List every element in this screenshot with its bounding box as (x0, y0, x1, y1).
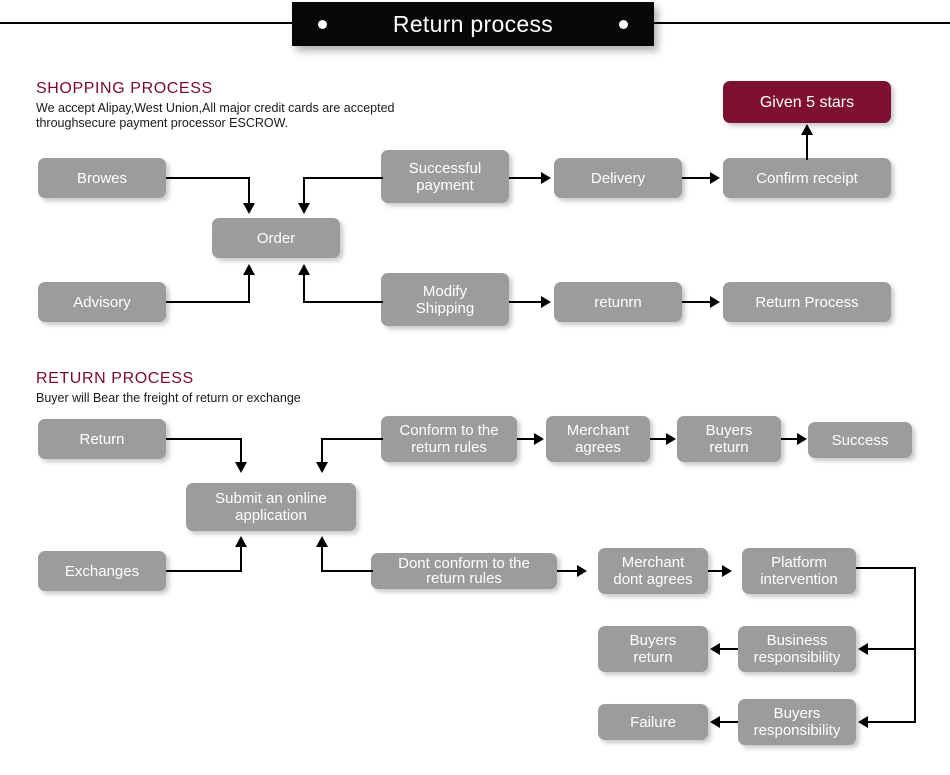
node-return[interactable]: Return (38, 419, 166, 459)
conn-buyersreturn-success (781, 438, 799, 440)
conn-dontconform-up (321, 545, 323, 572)
conn-bus-buyersresp-arrowhead (858, 716, 868, 728)
banner-dot-right-icon (619, 20, 628, 29)
conn-advisory-arrowhead (243, 264, 255, 275)
node-conform-rules[interactable]: Conform to the return rules (381, 416, 517, 462)
header-banner: Return process (292, 2, 654, 46)
conn-exchanges-up (240, 545, 242, 572)
conn-buyersreturn-success-arrowhead (797, 433, 807, 445)
conn-confirm-up-arrowhead (801, 124, 813, 135)
node-successful-payment[interactable]: Successful payment (381, 150, 509, 203)
conn-buyersresp-failure (720, 721, 738, 723)
conn-merchantdont-platform-arrowhead (722, 565, 732, 577)
conn-dontconform-merchantdont-arrowhead (577, 565, 587, 577)
node-delivery[interactable]: Delivery (554, 158, 682, 198)
conn-payment-delivery-arrowhead (541, 172, 551, 184)
conn-merchant-buyersreturn (650, 438, 668, 440)
conn-buyersresp-failure-arrowhead (710, 716, 720, 728)
conn-merchantdont-platform (708, 570, 724, 572)
conn-conform-arrowhead (316, 462, 328, 473)
node-browes[interactable]: Browes (38, 158, 166, 198)
conn-dontconform-arrowhead (316, 536, 328, 547)
conn-retunrn-returnprocess (682, 301, 712, 303)
conn-business-buyersreturn-arrowhead (710, 643, 720, 655)
conn-conform-merchant-arrowhead (534, 433, 544, 445)
conn-modify-up (303, 273, 305, 303)
banner-dot-left-icon (318, 20, 327, 29)
conn-browes-arrowhead (243, 203, 255, 214)
conn-dontconform-merchantdont (557, 570, 579, 572)
conn-retunrn-returnprocess-arrowhead (710, 296, 720, 308)
conn-payment-arrowhead (298, 203, 310, 214)
conn-return-right (166, 438, 242, 440)
node-confirm-receipt[interactable]: Confirm receipt (723, 158, 891, 198)
conn-return-down (240, 438, 242, 464)
return-process-heading: RETURN PROCESS (36, 370, 194, 387)
node-modify-shipping[interactable]: Modify Shipping (381, 273, 509, 326)
conn-modify-retunrn (509, 301, 543, 303)
node-buyers-return-top[interactable]: Buyers return (677, 416, 781, 462)
node-order[interactable]: Order (212, 218, 340, 258)
conn-modify-retunrn-arrowhead (541, 296, 551, 308)
conn-conform-merchant (517, 438, 536, 440)
node-retunrn[interactable]: retunrn (554, 282, 682, 322)
conn-advisory-right (166, 301, 250, 303)
conn-platform-vertical-bus (914, 567, 916, 722)
conn-browes-right (166, 177, 250, 179)
conn-merchant-buyersreturn-arrowhead (666, 433, 676, 445)
shopping-process-heading: SHOPPING PROCESS (36, 80, 213, 97)
conn-conform-down (321, 438, 323, 464)
node-business-responsibility[interactable]: Business responsibility (738, 626, 856, 672)
node-buyers-responsibility[interactable]: Buyers responsibility (738, 699, 856, 745)
conn-bus-buyersresp (868, 721, 916, 723)
node-platform-intervention[interactable]: Platform intervention (742, 548, 856, 594)
conn-advisory-up (248, 273, 250, 303)
node-given-5-stars[interactable]: Given 5 stars (723, 81, 891, 123)
node-merchant-dont-agrees[interactable]: Merchant dont agrees (598, 548, 708, 594)
node-submit-online-application[interactable]: Submit an online application (186, 483, 356, 531)
conn-delivery-confirm-arrowhead (710, 172, 720, 184)
conn-payment-left (303, 177, 383, 179)
node-return-process[interactable]: Return Process (723, 282, 891, 322)
conn-business-buyersreturn (720, 648, 738, 650)
conn-payment-delivery (509, 177, 543, 179)
shopping-process-subtext: We accept Alipay,West Union,All major cr… (36, 101, 395, 130)
conn-dontconform-left (321, 570, 373, 572)
header-rule-right (654, 22, 950, 24)
conn-modify-arrowhead (298, 264, 310, 275)
conn-platform-right (856, 567, 916, 569)
node-failure[interactable]: Failure (598, 704, 708, 740)
node-dont-conform-rules[interactable]: Dont conform to the return rules (371, 553, 557, 589)
conn-modify-left (303, 301, 383, 303)
conn-return-arrowhead (235, 462, 247, 473)
conn-payment-down (303, 177, 305, 205)
node-success[interactable]: Success (808, 422, 912, 458)
node-advisory[interactable]: Advisory (38, 282, 166, 322)
conn-delivery-confirm (682, 177, 712, 179)
conn-bus-business-arrowhead (858, 643, 868, 655)
conn-conform-left (321, 438, 383, 440)
return-process-subtext: Buyer will Bear the freight of return or… (36, 391, 301, 405)
conn-bus-business (868, 648, 916, 650)
node-exchanges[interactable]: Exchanges (38, 551, 166, 591)
conn-exchanges-arrowhead (235, 536, 247, 547)
conn-confirm-up (806, 134, 808, 160)
node-buyers-return-mid[interactable]: Buyers return (598, 626, 708, 672)
conn-exchanges-right (166, 570, 242, 572)
header-rule-left (0, 22, 296, 24)
page-title: Return process (392, 10, 554, 37)
node-merchant-agrees[interactable]: Merchant agrees (546, 416, 650, 462)
conn-browes-down (248, 177, 250, 205)
